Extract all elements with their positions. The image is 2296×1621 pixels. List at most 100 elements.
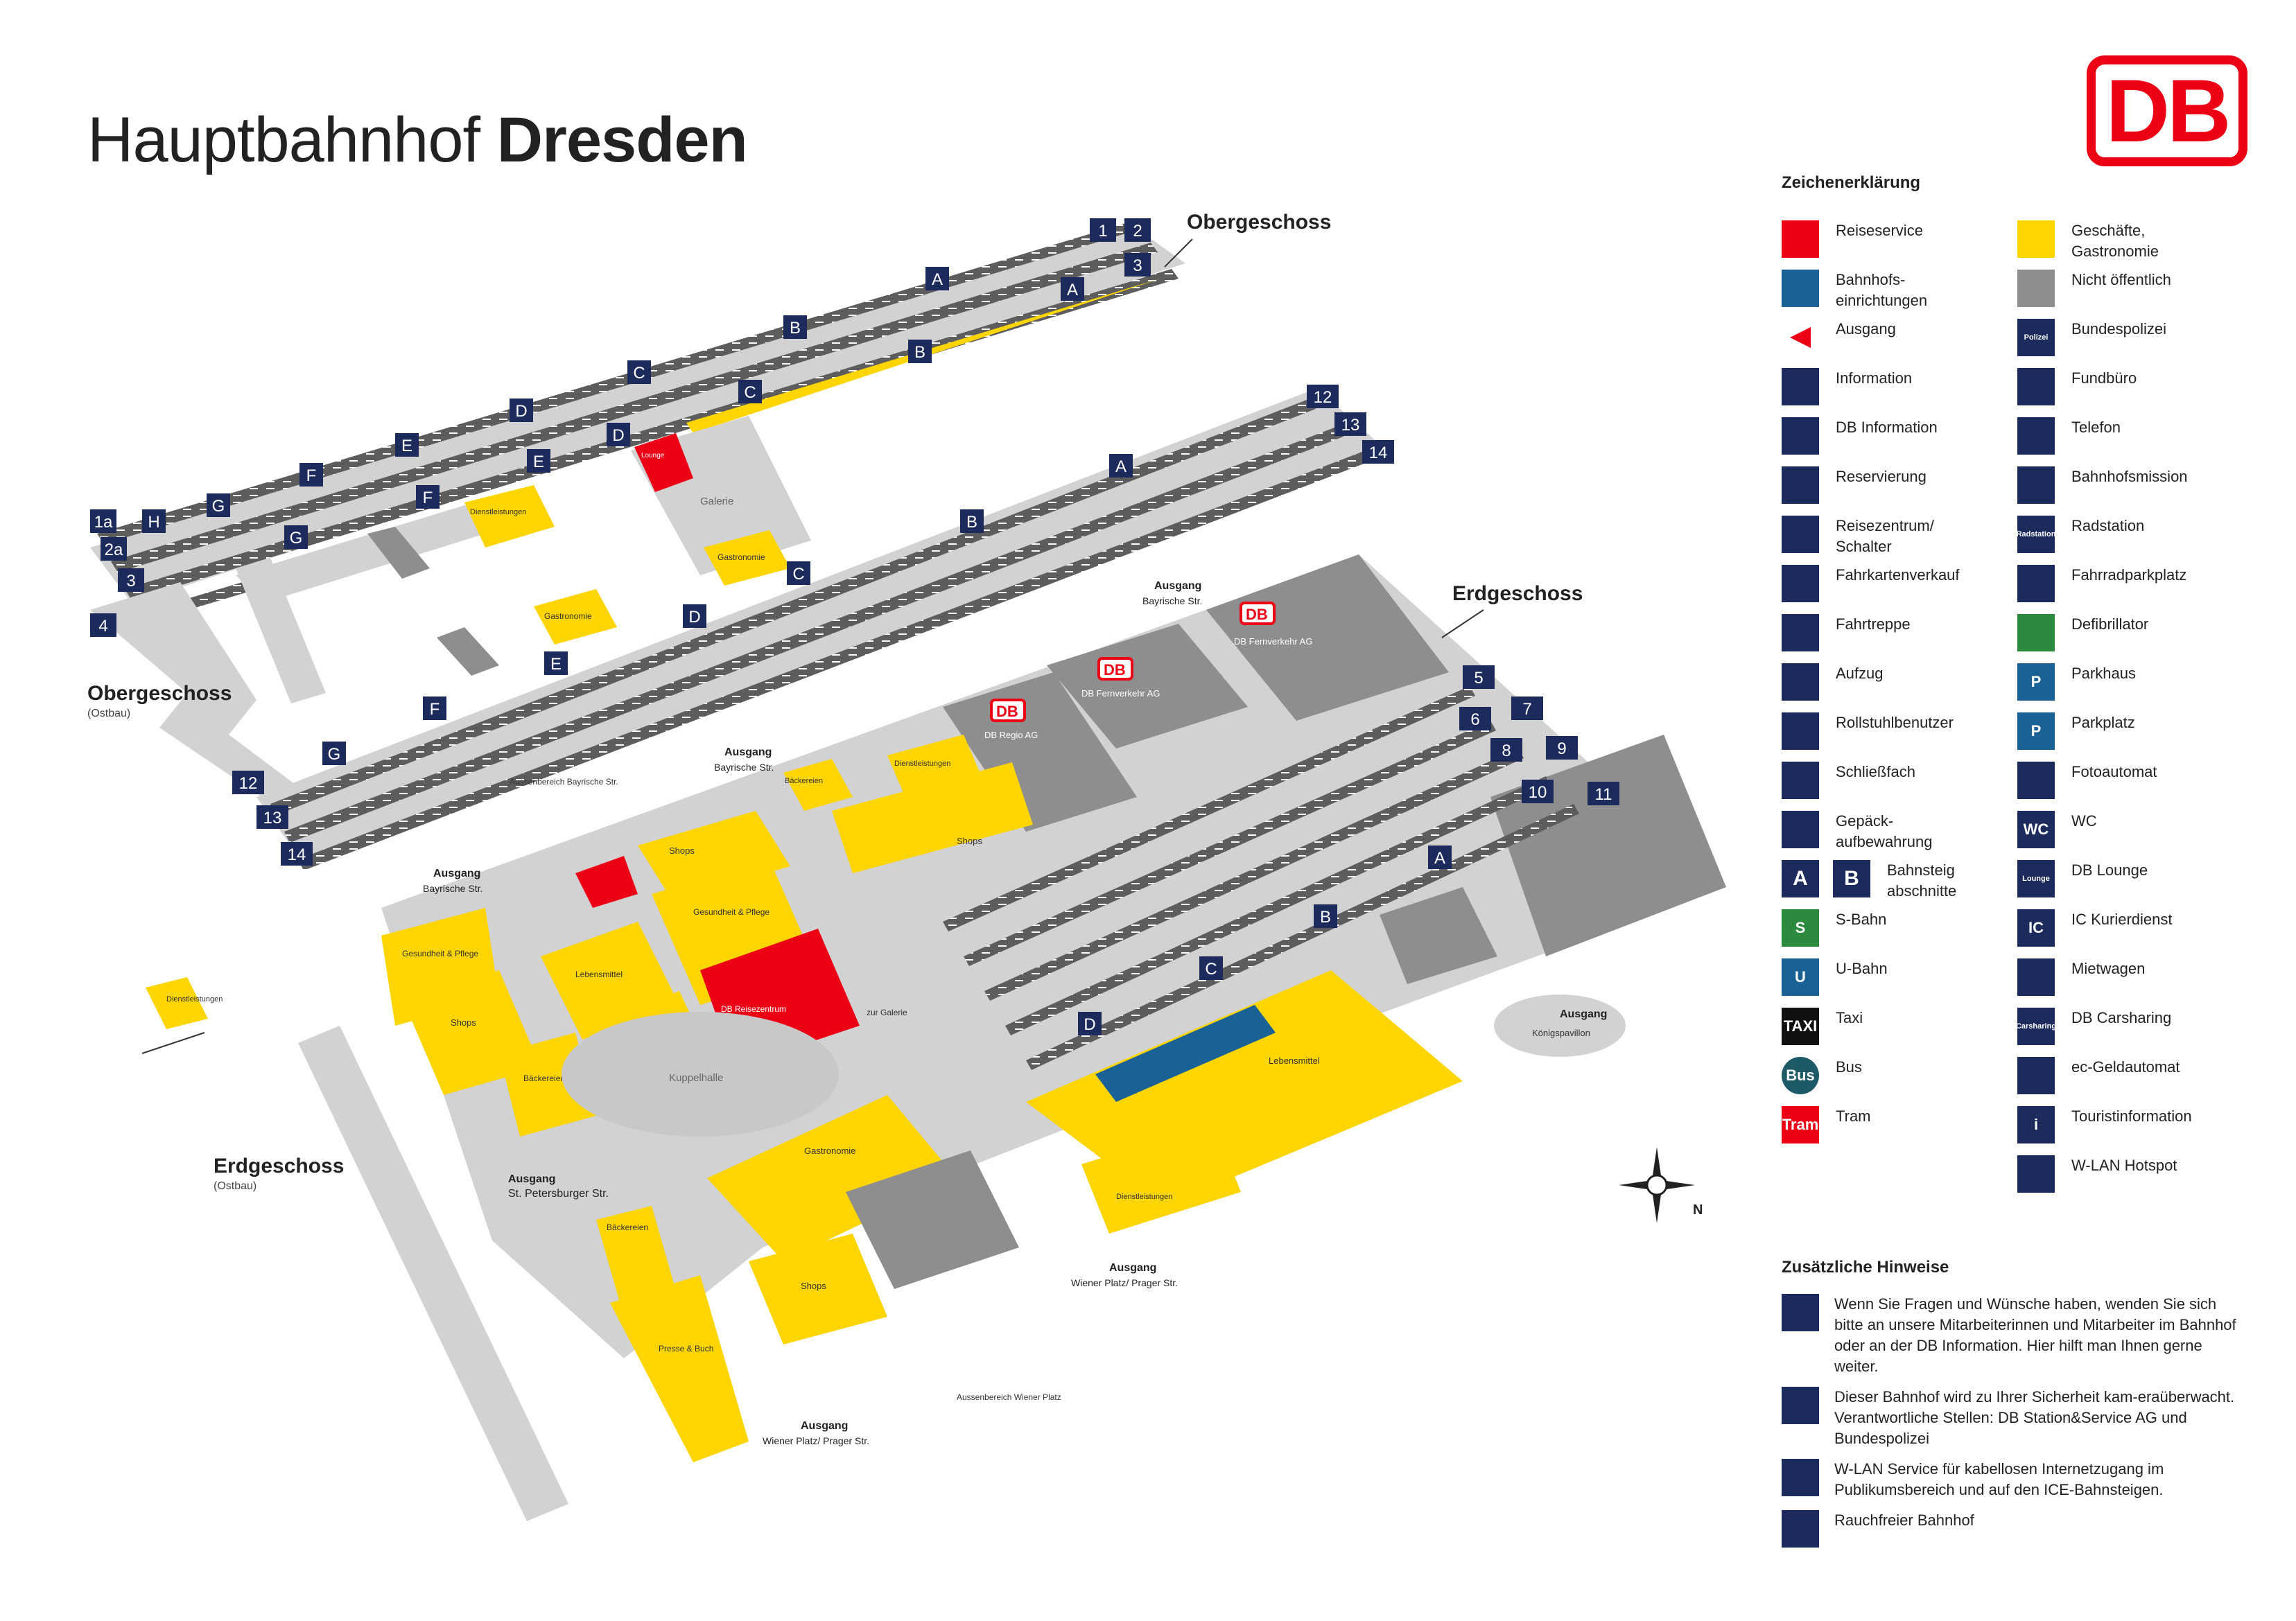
- gesundheit-label: Gesundheit & Pflege: [402, 949, 478, 958]
- page-title: Hauptbahnhof Dresden: [87, 104, 748, 177]
- svg-text:10: 10: [1529, 783, 1547, 802]
- travel-centre-icon: [1782, 516, 1819, 553]
- additional-notes: Zusätzliche Hinweise Wenn Sie Fragen und…: [1782, 1258, 2239, 1557]
- police-icon: Polizei: [2017, 319, 2055, 356]
- ec-atm-icon: [2017, 1057, 2055, 1094]
- wifi-icon: [1782, 1459, 1819, 1496]
- note-item: Rauchfreier Bahnhof: [1782, 1510, 2239, 1548]
- photo-icon: [2017, 762, 2055, 799]
- section-letter-1: A: [1061, 277, 1084, 301]
- legend-label: Telefon: [2071, 419, 2121, 436]
- galerie-label: Galerie: [700, 496, 733, 507]
- svg-text:12: 12: [239, 774, 258, 793]
- legend-item-mission: Bahnhofsmission: [2017, 466, 2253, 504]
- svg-text:11: 11: [1595, 785, 1612, 804]
- tram-icon: Tram: [1782, 1106, 1819, 1144]
- svg-text:DB: DB: [1246, 606, 1268, 623]
- compass-rose: N: [1619, 1147, 1703, 1223]
- legend-item-reservation: Reservierung: [1782, 466, 2017, 504]
- level-label-obergeschoss: Obergeschoss: [1187, 211, 1331, 234]
- platform-badge-east-2: 14: [1362, 440, 1394, 464]
- svg-text:7: 7: [1522, 700, 1531, 719]
- svg-text:1a: 1a: [94, 513, 113, 532]
- platform-badge-east-0: 12: [1307, 385, 1339, 408]
- note-item: Wenn Sie Fragen und Wünsche haben, wende…: [1782, 1294, 2239, 1377]
- platform-badge-upper-0: 1: [1090, 218, 1116, 242]
- track-14: [298, 450, 1371, 870]
- svg-text:G: G: [212, 497, 225, 516]
- exit-bay-2-head: Ausgang: [433, 868, 480, 879]
- reisezentrum-label: DB Reisezentrum: [721, 1004, 786, 1014]
- exit-bay-3-head: Ausgang: [1154, 580, 1201, 592]
- svg-text:13: 13: [1341, 416, 1360, 435]
- ostbau-corridor: [298, 1026, 568, 1521]
- svg-text:D: D: [688, 608, 700, 627]
- legend-item-grey-square: Nicht öffentlich: [2017, 270, 2253, 307]
- svg-text:A: A: [932, 270, 943, 289]
- shop-lebensmittel-east: [1026, 970, 1463, 1206]
- legend-label: Bahnhofs- einrichtungen: [1836, 271, 1928, 309]
- db-info-icon: [1782, 1294, 1819, 1331]
- section-letter-16: B: [960, 509, 984, 533]
- legend-label: Defibrillator: [2071, 615, 2149, 633]
- dienstleistungen-label-4: Dienstleistungen: [166, 995, 223, 1004]
- legend-item-escalator: Fahrtreppe: [1782, 614, 2017, 651]
- svg-text:E: E: [401, 437, 412, 455]
- taxi-icon: TAXI: [1782, 1008, 1819, 1045]
- svg-text:D: D: [1084, 1015, 1095, 1034]
- wc-icon: WC: [2017, 811, 2055, 848]
- legend-label: WC: [2071, 812, 2097, 830]
- grey-block-east: [437, 627, 499, 676]
- section-letter-11: F: [416, 485, 440, 509]
- db-fern1-label: DB Fernverkehr AG: [1081, 688, 1160, 699]
- legend-label: Bahnhofsmission: [2071, 468, 2188, 485]
- legend-label: Aufzug: [1836, 665, 1884, 682]
- db-regio-label: DB Regio AG: [984, 730, 1038, 740]
- leader-erdgeschoss: [1441, 609, 1484, 638]
- parkhaus-icon: P: [2017, 663, 2055, 701]
- ostbau-dienstleistungen: [146, 977, 208, 1029]
- section-letter-25: D: [1078, 1012, 1102, 1035]
- info-icon: [1782, 368, 1819, 405]
- svg-text:E: E: [550, 655, 562, 674]
- legend-label: Mietwagen: [2071, 960, 2146, 977]
- legend-label: Fahrtreppe: [1836, 615, 1911, 633]
- legend-label: Taxi: [1836, 1009, 1863, 1026]
- shops-label-1: Shops: [451, 1017, 476, 1028]
- legend-item-elevator: Aufzug: [1782, 663, 2017, 701]
- platform-badge-ground-6: 11: [1588, 782, 1619, 805]
- legend-item-photo: Fotoautomat: [2017, 762, 2253, 799]
- section-b-icon: B: [1833, 860, 1870, 897]
- svg-text:1: 1: [1098, 222, 1107, 240]
- legend-label: Fahrkartenverkauf: [1836, 566, 1960, 584]
- grey-db-fern-2: [1206, 554, 1449, 721]
- legend-label: Touristinformation: [2071, 1107, 2192, 1125]
- carsharing-icon: Carsharing: [2016, 1008, 2056, 1045]
- title-bold: Dresden: [496, 105, 748, 175]
- upper-level-east: Gastronomie: [236, 388, 1386, 870]
- svg-text:4: 4: [98, 617, 107, 636]
- svg-text:8: 8: [1502, 742, 1511, 760]
- kuppelhalle-floor: [562, 1012, 839, 1137]
- blue-square-icon: [1782, 270, 1819, 307]
- legend-label: Fahrradparkplatz: [2071, 566, 2187, 584]
- shop-dienstleistungen-upper: [464, 485, 555, 547]
- legend-label: Rollstuhlbenutzer: [1836, 714, 1954, 731]
- svg-text:E: E: [533, 453, 544, 471]
- ost-link: [236, 558, 326, 703]
- db-marker-fern2: DB: [1240, 602, 1276, 625]
- svg-text:F: F: [423, 489, 433, 507]
- camera-icon: [1782, 1387, 1819, 1424]
- defibrillator-icon: [2017, 614, 2055, 651]
- svg-text:9: 9: [1557, 739, 1566, 758]
- legend-item-defibrillator: Defibrillator: [2017, 614, 2253, 651]
- svg-text:F: F: [306, 466, 317, 485]
- west-concourse: [90, 582, 298, 807]
- svg-text:12: 12: [1314, 388, 1332, 407]
- legend-label: Fundbüro: [2071, 369, 2137, 387]
- yellow-edge-upper: [686, 270, 1185, 433]
